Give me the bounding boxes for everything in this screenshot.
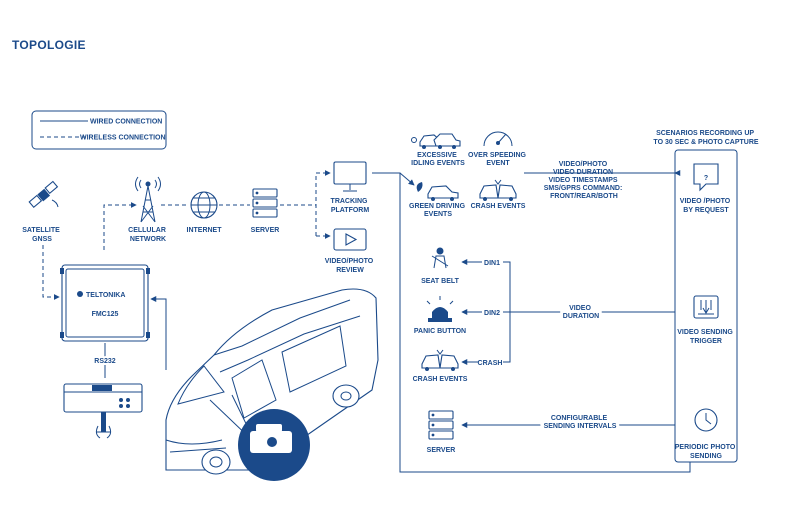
label-seat-belt: SEAT BELT: [421, 278, 460, 285]
video-info-text: VIDEO/PHOTO VIDEO DURATION VIDEO TIMESTA…: [544, 161, 625, 200]
label-panic-button: PANIC BUTTON: [414, 328, 466, 335]
car-idling-icon: [411, 133, 461, 149]
crash-cars-icon-mid: [421, 349, 459, 371]
label-by-request: VIDEO /PHOTO BY REQUEST: [680, 198, 732, 214]
label-din1: DIN1: [484, 260, 500, 267]
panic-button-icon: [426, 296, 454, 322]
legend-wired: WIRED CONNECTION: [90, 119, 162, 126]
legend-wireless: WIRELESS CONNECTION: [80, 135, 166, 142]
label-periodic: PERIODIC PHOTO SENDING: [675, 444, 738, 460]
scenarios-header: SCENARIOS RECORDING UP TO 30 SEC & PHOTO…: [653, 130, 758, 146]
label-cellular: CELLULAR NETWORK: [128, 227, 168, 243]
request-bubble-icon: ?: [693, 163, 719, 192]
server-icon-bottom: [428, 410, 454, 440]
scenarios-panel: [674, 149, 738, 463]
device-brand: TELTONIKA: [86, 292, 125, 299]
server-icon: [252, 188, 278, 218]
label-tracking: TRACKING PLATFORM: [331, 198, 370, 214]
video-player-icon: [333, 228, 367, 251]
trigger-icon: [693, 295, 719, 319]
label-over-speeding: OVER SPEEDING EVENT: [468, 152, 528, 167]
label-server-bottom: SERVER: [427, 447, 456, 454]
van-illustration: [165, 288, 379, 481]
legend: WIRED CONNECTION WIRELESS CONNECTION: [31, 110, 167, 150]
seat-belt-icon: [431, 247, 449, 269]
crash-cars-icon: [479, 179, 517, 201]
label-rs232: RS232: [94, 358, 116, 365]
satellite-icon: [28, 180, 59, 209]
clock-icon: [694, 408, 718, 432]
label-crash: CRASH: [478, 360, 503, 367]
cell-tower-icon: [135, 176, 161, 223]
page-title: TOPOLOGIE: [12, 38, 86, 52]
label-crash-events-mid: CRASH EVENTS: [413, 376, 468, 383]
globe-icon: [190, 191, 218, 219]
label-sending-trigger: VIDEO SENDING TRIGGER: [677, 329, 735, 345]
label-video-review: VIDEO/PHOTO REVIEW: [325, 258, 375, 274]
video-duration-text: VIDEO DURATION: [563, 305, 599, 320]
speedometer-icon: [483, 131, 513, 147]
svg-text:?: ?: [704, 175, 708, 182]
configurable-text: CONFIGURABLE SENDING INTERVALS: [544, 415, 617, 430]
green-car-icon: [416, 182, 459, 201]
label-din2: DIN2: [484, 310, 500, 317]
label-internet: INTERNET: [187, 227, 223, 234]
dashcam-icon: [63, 383, 143, 439]
label-satellite: SATELLITE GNSS: [22, 227, 62, 243]
fmc125-device: [60, 264, 150, 342]
device-model: FMC125: [92, 311, 119, 318]
monitor-icon: [333, 161, 367, 192]
label-server: SERVER: [251, 227, 280, 234]
label-green-driving: GREEN DRIVING EVENTS: [409, 203, 467, 218]
label-excessive-idling: EXCESSIVE IDLING EVENTS: [411, 152, 465, 167]
label-crash-events-top: CRASH EVENTS: [471, 203, 526, 210]
